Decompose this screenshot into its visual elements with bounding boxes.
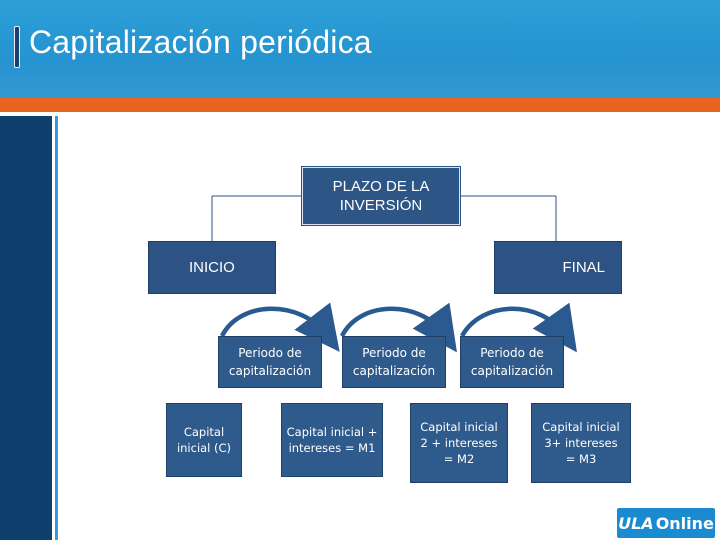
header-shine [0, 58, 720, 98]
node-inicio-label: INICIO [189, 259, 235, 276]
capital-box-4: Capital inicial 3+ intereses = M3 [531, 403, 631, 483]
title-accent-bar [14, 26, 20, 68]
node-plazo-inversion-label: PLAZO DE LA INVERSIÓN [332, 177, 430, 215]
header-banner: Capitalización periódica [0, 0, 720, 98]
capital-box-1-label: Capital inicial (C) [176, 424, 232, 455]
left-sidebar-line [55, 116, 58, 540]
logo-prefix: ULA [618, 513, 654, 533]
period-arrow-1-stroke [219, 302, 340, 352]
period-arrow-2-stroke [339, 302, 457, 353]
period-arrow-3-stroke [460, 302, 577, 353]
capital-box-2: Capital inicial + intereses = M1 [281, 403, 383, 477]
node-final: FINAL [494, 241, 622, 294]
capital-box-2-label: Capital inicial + intereses = M1 [286, 424, 378, 455]
capital-box-4-label: Capital inicial 3+ intereses = M3 [542, 419, 620, 467]
period-box-1-label: Periodo de capitalización [228, 346, 312, 378]
period-box-1: Periodo de capitalización [218, 336, 322, 388]
left-sidebar-band [0, 116, 52, 540]
logo-suffix: Online [655, 513, 714, 533]
capital-box-1: Capital inicial (C) [166, 403, 242, 477]
orange-accent-bar [0, 98, 720, 112]
capital-box-3: Capital inicial 2 + intereses = M2 [410, 403, 508, 483]
period-box-2-label: Periodo de capitalización [352, 346, 436, 378]
node-inicio: INICIO [148, 241, 276, 294]
node-plazo-inversion: PLAZO DE LA INVERSIÓN [301, 166, 461, 226]
capital-box-3-label: Capital inicial 2 + intereses = M2 [420, 419, 498, 467]
period-box-3: Periodo de capitalización [460, 336, 564, 388]
node-final-label: FINAL [562, 259, 605, 276]
period-box-3-label: Periodo de capitalización [470, 346, 554, 378]
page-title: Capitalización periódica [29, 24, 372, 60]
period-box-2: Periodo de capitalización [342, 336, 446, 388]
